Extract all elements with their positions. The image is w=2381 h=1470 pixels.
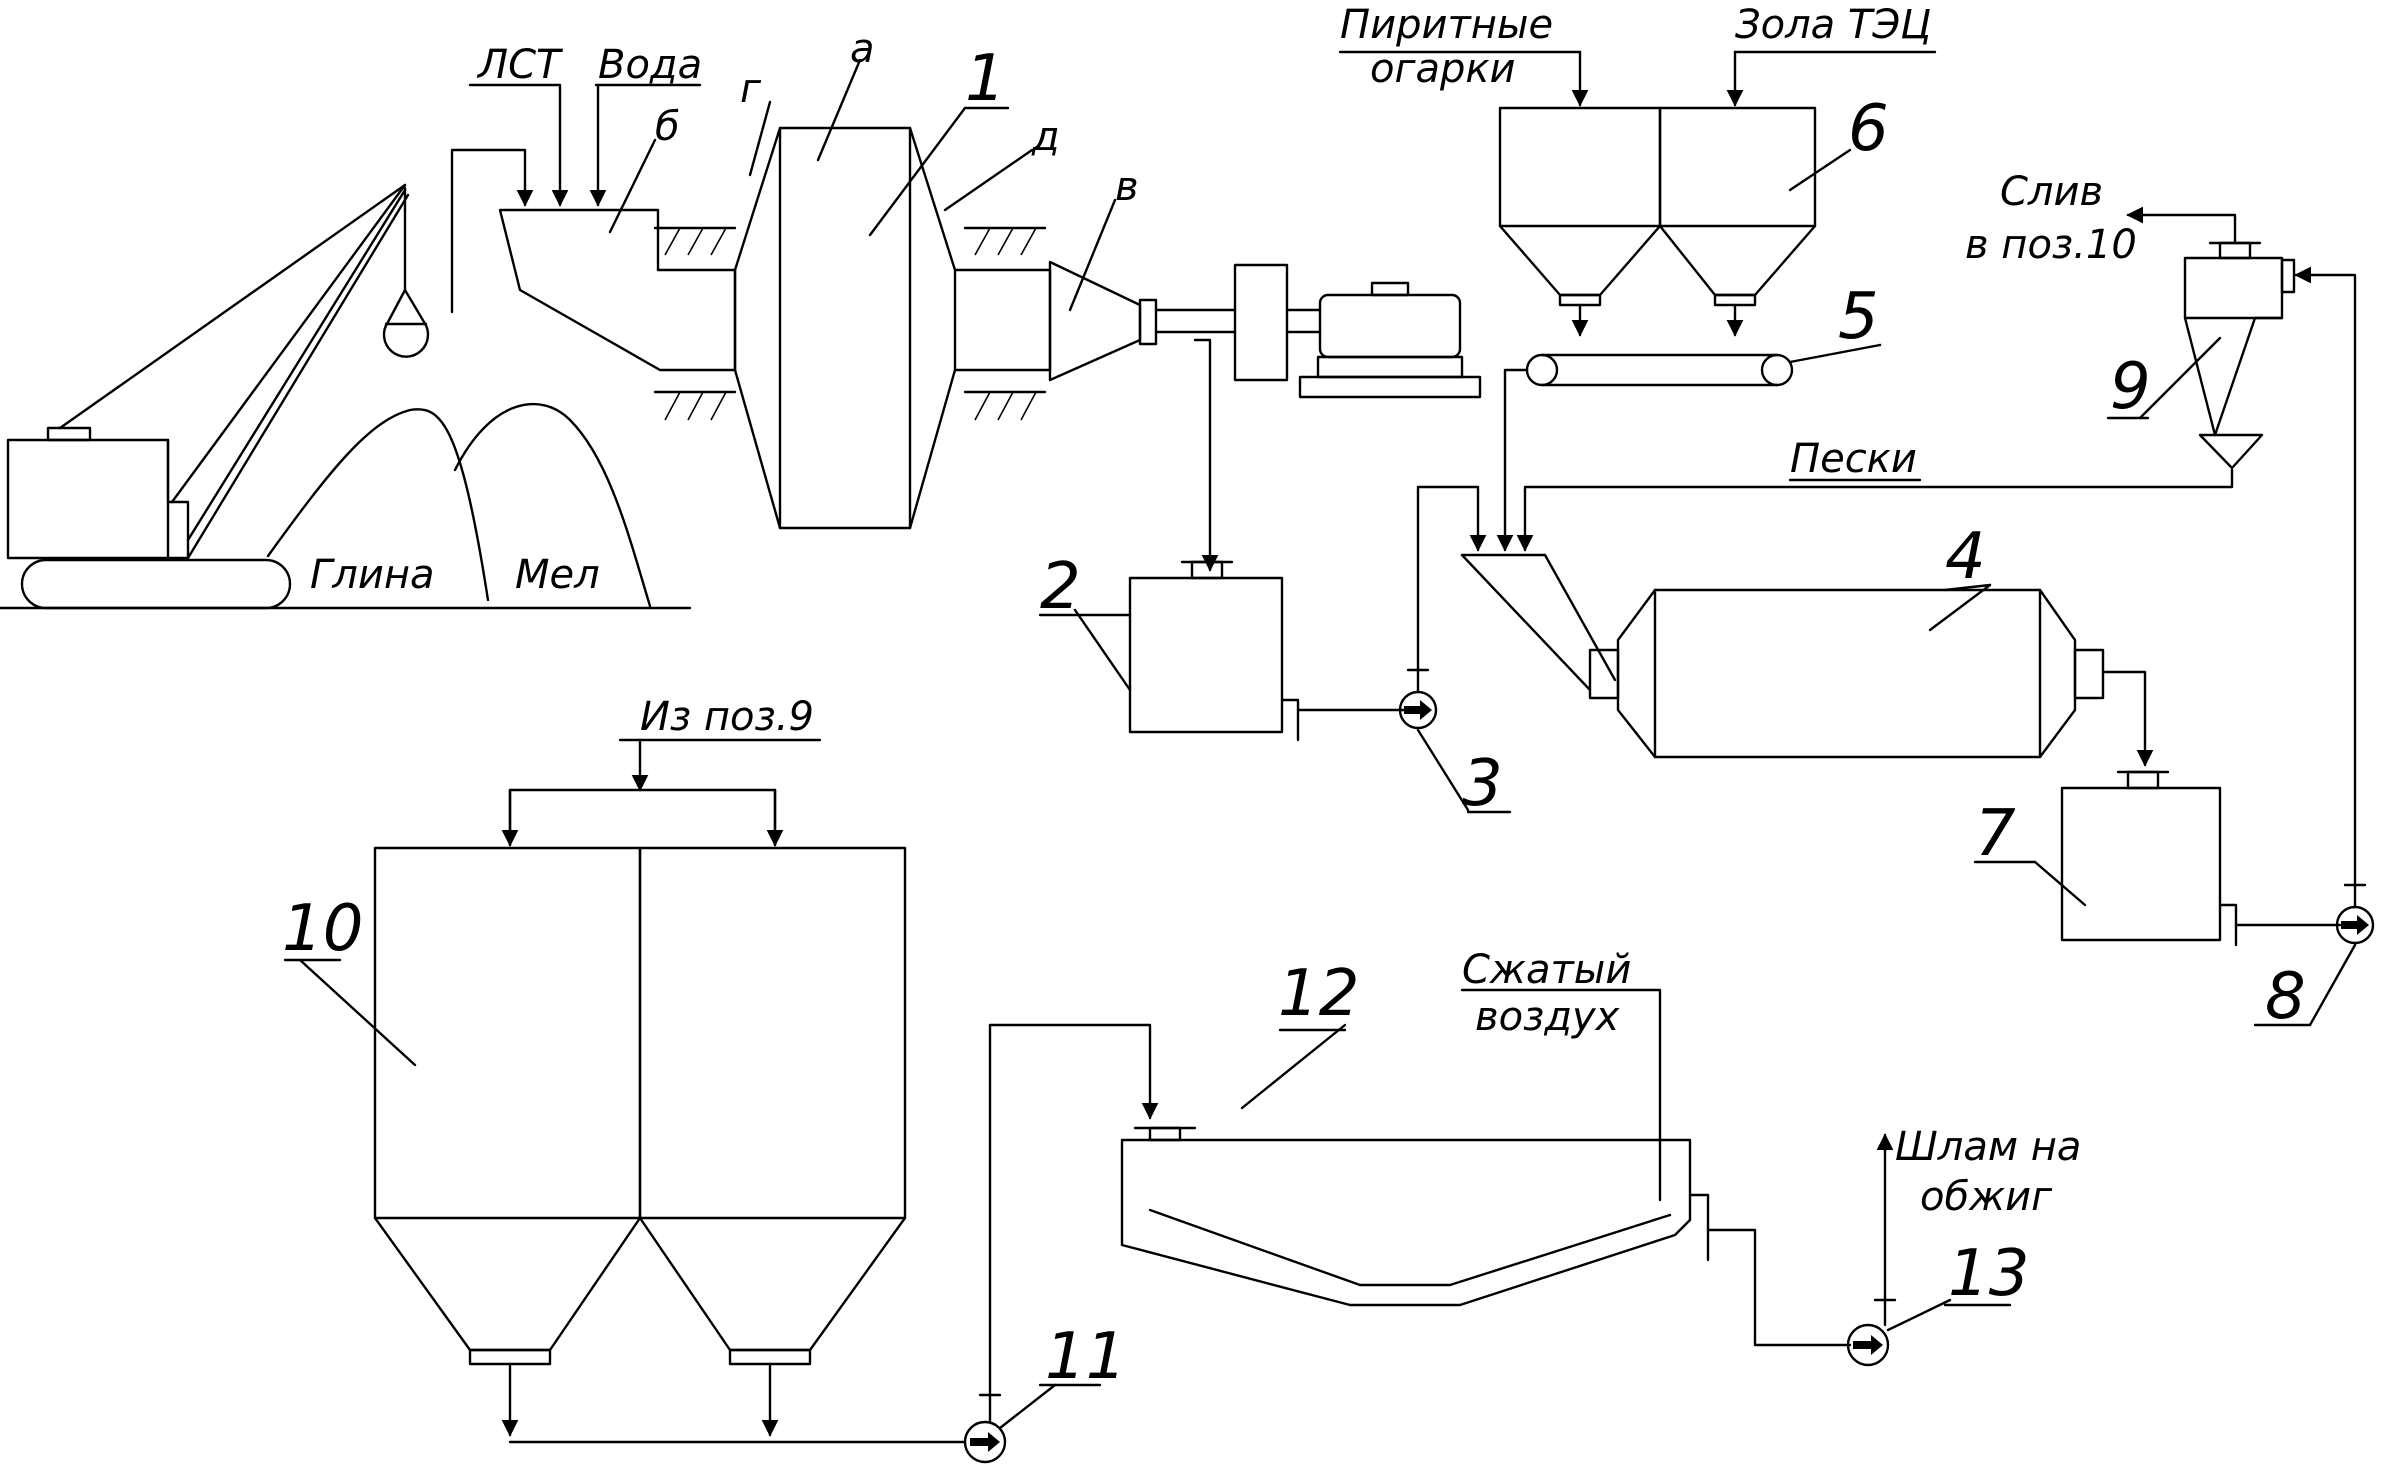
- label-piritnye-1: Пиритные: [1340, 2, 1553, 48]
- position-8: 8: [2265, 960, 2306, 1034]
- position-7: 7: [1975, 797, 2016, 871]
- label-sliv-2: в поз.10: [1965, 222, 2137, 268]
- line-pump8-to-cyclone: [2294, 266, 2357, 887]
- feed-line-raw: [450, 148, 534, 314]
- excavator-roof: [46, 426, 92, 442]
- excavator-boom: [170, 183, 407, 504]
- mill-1: [498, 126, 1482, 530]
- letter-v: в: [1115, 164, 1139, 210]
- bearings: [653, 226, 1047, 421]
- label-sliv-1: Слив: [2000, 169, 2103, 215]
- position-4: 4: [1945, 520, 1986, 594]
- chalk-pile: [453, 402, 652, 608]
- letter-a: а: [850, 26, 875, 72]
- slurry-basin-12: [1120, 1126, 1710, 1307]
- label-glina: Глина: [310, 552, 435, 598]
- silos-10: [373, 846, 907, 1437]
- label-shlam-2: обжиг: [1920, 1174, 2053, 1220]
- position-11: 11: [1045, 1320, 1126, 1394]
- label-szhatyy-1: Сжатый: [1462, 947, 1631, 993]
- label-peski: Пески: [1790, 436, 1917, 482]
- line-mill4-to-tank7: [2101, 670, 2154, 767]
- label-lst: ЛСТ: [476, 42, 564, 88]
- position-10: 10: [282, 892, 363, 966]
- pump-3: [1398, 668, 1438, 730]
- line-sliv: [2126, 206, 2237, 245]
- mill-drum: [733, 126, 957, 530]
- pump-8: [2335, 883, 2375, 945]
- clay-pile: [266, 408, 490, 602]
- mill-4: [1460, 553, 2105, 759]
- label-iz-poz9: Из поз.9: [640, 694, 814, 740]
- position-1: 1: [965, 42, 1006, 116]
- position-12: 12: [1278, 957, 1359, 1031]
- excavator-bucket: [382, 288, 430, 358]
- letter-d: д: [1031, 114, 1060, 160]
- position-9: 9: [2110, 350, 2151, 424]
- letter-g: г: [740, 66, 762, 112]
- line-compressed-air: [1460, 988, 1662, 1202]
- gearbox: [1233, 263, 1289, 382]
- position-2: 2: [1040, 550, 1081, 624]
- label-shlam-1: Шлам на: [1895, 1124, 2081, 1170]
- position-5: 5: [1838, 280, 1879, 354]
- excavator-boom-base: [166, 500, 190, 560]
- excavator: [0, 183, 692, 610]
- motor: [1318, 293, 1462, 359]
- label-szhatyy-2: воздух: [1475, 994, 1620, 1040]
- position-6: 6: [1848, 92, 1889, 166]
- label-mel: Мел: [515, 552, 600, 598]
- excavator-cable: [58, 183, 407, 430]
- position-13: 13: [1948, 1237, 2029, 1311]
- label-zola: Зола ТЭЦ: [1735, 2, 1931, 48]
- tank-2: [1128, 560, 1300, 742]
- conveyor-5: [1525, 353, 1794, 387]
- line-mill-to-tank2: [1193, 338, 1219, 572]
- line-pump11-to-basin: [988, 1023, 1159, 1397]
- label-piritnye-2: огарки: [1370, 46, 1516, 92]
- mill-discharge-cone: [1048, 260, 1142, 382]
- excavator-cab: [6, 438, 170, 560]
- label-voda: Вода: [598, 42, 702, 88]
- feed-line-lst: [468, 83, 569, 207]
- line-pump3-to-mill4: [1416, 485, 1487, 672]
- letter-b: б: [655, 104, 680, 150]
- line-conveyor-to-mill4: [1496, 368, 1529, 552]
- excavator-tracks: [20, 558, 292, 610]
- line-peski: [1516, 468, 2234, 552]
- bunkers-6: [1498, 106, 1817, 337]
- pump-13: [1846, 1298, 1897, 1367]
- position-3: 3: [1462, 747, 1503, 821]
- tank-7: [2060, 770, 2238, 947]
